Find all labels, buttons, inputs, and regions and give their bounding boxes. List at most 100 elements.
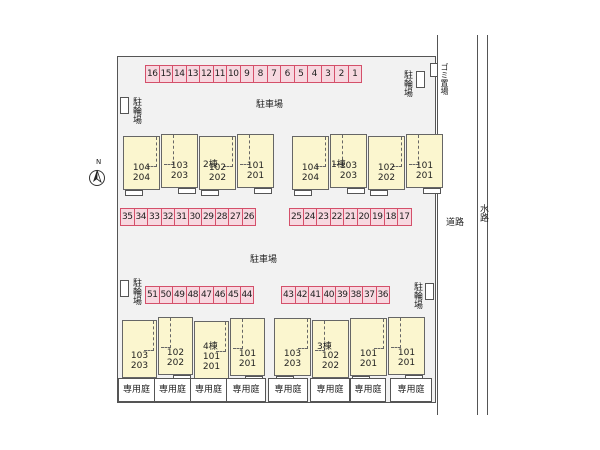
parking-space: 33	[147, 208, 162, 226]
unit-number-2f: 202	[166, 358, 185, 368]
stair-outline	[147, 137, 157, 167]
entrance-step	[254, 188, 272, 194]
unit-number-2f: 203	[130, 361, 149, 371]
parking-space: 20	[356, 208, 371, 226]
entrance-step	[347, 188, 365, 194]
unit-number-2f: 201	[238, 359, 257, 369]
unit-number-2f: 201	[415, 171, 434, 181]
unit-number-2f: 201	[397, 358, 416, 368]
bike-rack-right-top	[416, 71, 425, 88]
parking-space: 12	[199, 65, 214, 83]
unit-number-2f: 201	[202, 362, 221, 372]
stair-outline	[374, 319, 384, 349]
parking-space: 36	[375, 286, 390, 304]
parking-space: 24	[302, 208, 317, 226]
parking-space: 51	[145, 286, 160, 304]
parking-space: 13	[185, 65, 200, 83]
unit-number-1f: 101	[359, 349, 378, 359]
unit-number-1f: 103	[130, 351, 149, 361]
stair-outline	[391, 318, 401, 348]
parking-space: 17	[397, 208, 412, 226]
parking-space: 50	[158, 286, 173, 304]
parking-space: 23	[316, 208, 331, 226]
unit-number-1f: 102	[208, 163, 227, 173]
parking-space: 4	[307, 65, 322, 83]
parking-space: 5	[293, 65, 308, 83]
compass-n-label: N	[96, 158, 102, 166]
unit-number-1f: 104	[132, 163, 151, 173]
parking-space: 40	[321, 286, 336, 304]
parking-space: 8	[253, 65, 268, 83]
unit-number-2f: 203	[339, 171, 358, 181]
unit-number-1f: 102	[377, 163, 396, 173]
bike-left-bottom-label: 駐輪場	[131, 278, 141, 305]
parking-space: 37	[362, 286, 377, 304]
parking-space: 39	[335, 286, 350, 304]
entrance-step	[370, 190, 388, 196]
unit-number-1f: 101	[202, 352, 221, 362]
parking-top-label: 駐車場	[256, 100, 284, 110]
parking-space: 26	[241, 208, 256, 226]
unit-number-1f: 101	[415, 161, 434, 171]
parking-space: 31	[174, 208, 189, 226]
unit-number-2f: 202	[208, 173, 227, 183]
garbage-label: ゴミ置場	[440, 63, 449, 95]
parking-space: 49	[172, 286, 187, 304]
entrance-step	[125, 190, 143, 196]
bike-left-top-label: 駐輪場	[131, 97, 141, 124]
parking-space: 7	[266, 65, 281, 83]
parking-space: 41	[308, 286, 323, 304]
unit-number-2f: 204	[301, 173, 320, 183]
entrance-step	[294, 190, 312, 196]
parking-space: 1	[347, 65, 362, 83]
unit-number-2f: 204	[132, 173, 151, 183]
private-garden: 専用庭	[310, 378, 350, 402]
private-garden: 専用庭	[268, 378, 308, 402]
bike-rack-right-bottom	[425, 283, 434, 300]
building-1-label: 1棟	[331, 160, 346, 170]
stair-outline	[392, 137, 402, 167]
parking-space: 6	[280, 65, 295, 83]
stair-outline	[409, 135, 419, 165]
parking-space: 15	[158, 65, 173, 83]
unit-number-1f: 104	[301, 163, 320, 173]
parking-space: 2	[334, 65, 349, 83]
private-garden: 専用庭	[190, 378, 227, 402]
stair-outline	[315, 321, 325, 351]
unit-number-1f: 102	[166, 348, 185, 358]
stair-outline	[240, 135, 250, 165]
parking-mid-label: 駐車場	[250, 255, 278, 265]
parking-space: 30	[187, 208, 202, 226]
parking-space: 42	[294, 286, 309, 304]
private-garden: 専用庭	[350, 378, 386, 402]
private-garden: 専用庭	[118, 378, 155, 402]
parking-space: 34	[133, 208, 148, 226]
parking-space: 19	[370, 208, 385, 226]
road-label: 道路	[446, 218, 465, 228]
parking-space: 14	[172, 65, 187, 83]
parking-space: 10	[226, 65, 241, 83]
parking-space: 32	[160, 208, 175, 226]
parking-space: 25	[289, 208, 304, 226]
stair-outline	[164, 135, 174, 165]
